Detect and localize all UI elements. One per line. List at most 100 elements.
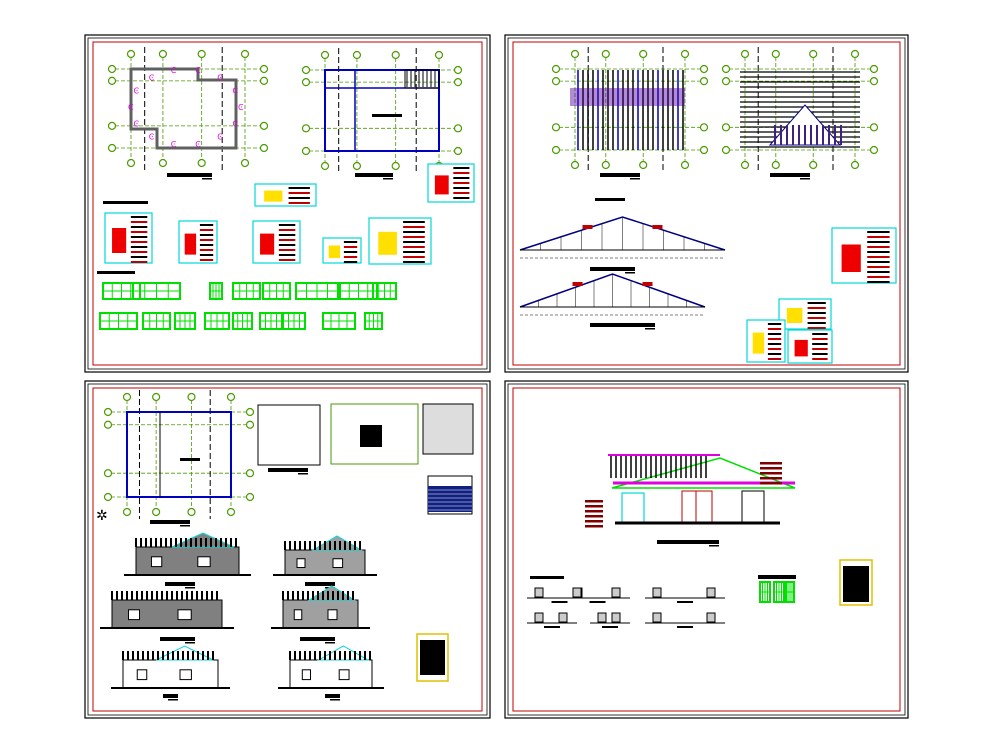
- detail-label: [199, 239, 214, 241]
- grid-bubble: [259, 121, 269, 130]
- grid-bubble: [699, 64, 709, 74]
- drawing-scale: [168, 699, 178, 701]
- grid-bubble: [245, 420, 255, 429]
- detail-label: [677, 626, 693, 628]
- fascia-detail: [787, 329, 833, 364]
- grid-bubble: [771, 160, 780, 170]
- drawing-scale: [180, 525, 190, 527]
- detail-label: [544, 626, 560, 628]
- sheet-inner-border: [92, 387, 483, 712]
- window-elevation: [339, 282, 378, 300]
- drawing-scale: [630, 178, 640, 180]
- grid-bubble: [453, 78, 463, 87]
- detail-hatch: [112, 228, 127, 253]
- detail-label: [453, 187, 470, 189]
- door-detail-2: [565, 587, 630, 603]
- detail-profile: [558, 612, 568, 623]
- detail-label: [199, 259, 214, 261]
- side-elevation-1: [111, 645, 230, 689]
- sheet-3: ✲: [84, 380, 491, 719]
- floor-plan-title: [355, 173, 393, 177]
- detail-label: [812, 343, 828, 345]
- grid-bubble: [721, 123, 731, 132]
- grid-bubble: [107, 76, 117, 85]
- detail-label: [867, 266, 890, 268]
- window-elevation: [372, 282, 397, 300]
- column-mark: Ͼ: [233, 87, 239, 96]
- grid-bubble: [740, 160, 750, 170]
- window-elevation: [132, 282, 181, 300]
- detail-hatch: [752, 332, 765, 354]
- grid-bubble: [259, 76, 269, 85]
- elevation-wall: [289, 659, 373, 689]
- grid-bubble: [869, 123, 879, 132]
- detail-label: [130, 246, 148, 248]
- detail-label: [403, 261, 425, 263]
- window-elevation: [364, 312, 383, 330]
- window-elevation: [773, 581, 785, 603]
- grid-bubble: [809, 49, 818, 59]
- rear-elevation: [273, 535, 377, 576]
- grid-bubble: [245, 492, 255, 502]
- drawing-scale: [709, 545, 719, 547]
- sheet-inner-border: [92, 41, 483, 366]
- grid-bubble: [226, 392, 236, 402]
- detail-label: [812, 353, 828, 355]
- detail-label: [807, 327, 826, 329]
- room-label: [372, 114, 402, 117]
- detail-label: [199, 234, 214, 236]
- detail-c: [252, 220, 301, 264]
- grid-bubble: [551, 77, 561, 86]
- truss-elevation-2-title: [590, 323, 655, 327]
- column-mark: Ͼ: [238, 103, 244, 112]
- detail-label: [867, 231, 890, 233]
- left-elevation-title: [160, 637, 195, 641]
- detail-label: [867, 261, 890, 263]
- front-elevation-title: [165, 582, 195, 586]
- door-detail-3: [645, 587, 725, 603]
- column-mark: Ͼ: [133, 119, 139, 128]
- grid-bubble: [680, 160, 690, 170]
- grid-bubble: [107, 143, 117, 153]
- grid-bubble: [152, 507, 161, 517]
- detail-label: [403, 226, 425, 228]
- elevation-window: [293, 609, 303, 621]
- building-footprint: [360, 425, 382, 447]
- elevation-window: [150, 556, 163, 568]
- detail-label: [278, 244, 296, 246]
- sill-detail: [254, 183, 317, 207]
- elevation-window: [296, 558, 306, 568]
- elevation-window: [338, 669, 350, 681]
- north-arrow-icon: ✲: [96, 508, 108, 524]
- title-block-content: [420, 640, 445, 675]
- building-section: [585, 454, 796, 528]
- detail-label: [403, 251, 425, 253]
- grid-bubble: [103, 407, 113, 417]
- ridge-detail: [778, 298, 832, 330]
- drawing-scale: [383, 178, 393, 180]
- grid-bubble: [107, 64, 117, 74]
- detail-label: [199, 249, 214, 251]
- section-annotation: [760, 482, 782, 485]
- column-mark: Ͼ: [195, 140, 201, 149]
- detail-hatch: [434, 175, 449, 195]
- section-annotation: [585, 510, 603, 513]
- door-detail-5: [590, 612, 630, 628]
- grid-bubble: [721, 64, 731, 74]
- detail-label: [453, 182, 470, 184]
- detail-label: [278, 239, 296, 241]
- grid-bubble: [352, 50, 362, 60]
- grid-bubble: [259, 64, 269, 74]
- detail-label: [867, 236, 890, 238]
- detail-label: [807, 317, 826, 319]
- drawing-scale: [298, 473, 308, 475]
- truss-title: [595, 198, 625, 201]
- detail-label: [403, 241, 425, 243]
- grid-bubble: [453, 65, 463, 75]
- detail-label: [867, 271, 890, 273]
- grid-bubble: [197, 158, 206, 168]
- schedule-title: [97, 271, 135, 274]
- grid-bubble: [551, 145, 561, 155]
